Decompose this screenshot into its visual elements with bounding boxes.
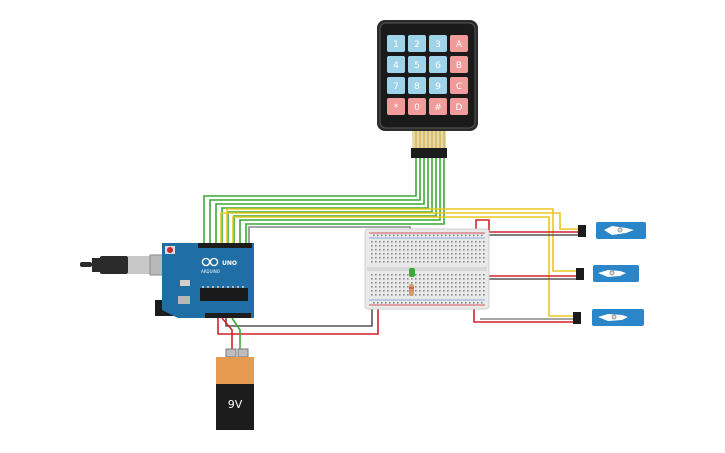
keypad-key-label: 4 (393, 61, 399, 71)
battery-9v[interactable]: 9V (216, 348, 254, 430)
battery-label: 9V (228, 398, 243, 411)
battery-wire-green[interactable] (231, 317, 241, 352)
digital-header (198, 243, 252, 248)
keypad-ribbon (412, 131, 446, 148)
keypad-key[interactable]: B (450, 56, 468, 73)
servo1-power-wire[interactable] (475, 219, 584, 236)
keypad-wire-6[interactable] (233, 158, 437, 243)
keypad-key[interactable]: 2 (408, 35, 426, 52)
keypad-key-label: 9 (435, 82, 441, 92)
keypad-key-label: 8 (414, 82, 420, 92)
arduino-logo: ARDUINO UNO (201, 257, 237, 274)
keypad-wire-5[interactable] (227, 158, 433, 243)
keypad-key-label: * (394, 103, 399, 113)
keypad-key-label: 3 (435, 40, 441, 50)
keypad-key[interactable]: D (450, 98, 468, 115)
keypad-wire-7[interactable] (239, 158, 441, 243)
keypad-key[interactable]: 6 (429, 56, 447, 73)
keypad-wire-4[interactable] (221, 158, 429, 243)
battery-wire-red[interactable] (221, 317, 233, 352)
servo-signal-wire-3[interactable] (232, 216, 578, 317)
keypad-key-label: A (456, 40, 463, 50)
keypad[interactable]: 1 2 3 A 4 5 6 B 7 8 9 C * 0 # D (377, 20, 478, 158)
servo3-power-wire[interactable] (473, 305, 578, 323)
keypad-key-label: C (456, 82, 462, 92)
keypad-key[interactable]: 3 (429, 35, 447, 52)
keypad-key-label: 2 (414, 40, 420, 50)
keypad-wire-8[interactable] (245, 158, 445, 243)
keypad-key[interactable]: 1 (387, 35, 405, 52)
keypad-wire-3[interactable] (215, 158, 425, 243)
keypad-key[interactable]: # (429, 98, 447, 115)
usb-cable (80, 262, 92, 267)
reset-button[interactable] (167, 247, 173, 253)
keypad-key-label: 7 (393, 82, 399, 92)
keypad-keys: 1 2 3 A 4 5 6 B 7 8 9 C * 0 # D (387, 35, 468, 115)
servo-3[interactable] (573, 309, 644, 326)
arduino-board[interactable]: ARDUINO UNO (80, 243, 254, 318)
keypad-key[interactable]: 8 (408, 77, 426, 94)
analog-header (205, 313, 251, 318)
keypad-wire-2[interactable] (209, 158, 421, 243)
keypad-key[interactable]: * (387, 98, 405, 115)
wires (203, 158, 584, 352)
led[interactable] (409, 268, 415, 277)
keypad-key-label: 1 (393, 40, 399, 50)
keypad-key-label: 6 (435, 61, 441, 71)
keypad-key[interactable]: 4 (387, 56, 405, 73)
microcontroller-chip (200, 288, 248, 301)
breadboard-holes (371, 234, 485, 304)
keypad-key-label: D (456, 103, 463, 113)
keypad-key[interactable]: A (450, 35, 468, 52)
keypad-key[interactable]: 0 (408, 98, 426, 115)
servo-signal-wire-1[interactable] (220, 212, 584, 243)
keypad-key-label: B (456, 61, 462, 71)
keypad-key-label: 0 (414, 103, 420, 113)
keypad-wire-1[interactable] (203, 158, 417, 243)
arduino-logo-text: ARDUINO (201, 269, 220, 274)
servo-1[interactable] (578, 222, 646, 239)
servo-2[interactable] (576, 265, 639, 282)
arduino-model-label: UNO (222, 260, 237, 267)
keypad-key[interactable]: 7 (387, 77, 405, 94)
keypad-header-pins (411, 148, 447, 158)
keypad-key[interactable]: C (450, 77, 468, 94)
keypad-key-label: # (434, 103, 442, 113)
breadboard[interactable] (364, 228, 490, 310)
keypad-key-label: 5 (414, 61, 420, 71)
power-wire-red[interactable] (217, 305, 379, 335)
resistor[interactable] (409, 284, 414, 296)
servo-signal-wire-2[interactable] (226, 208, 582, 272)
keypad-key[interactable]: 5 (408, 56, 426, 73)
keypad-key[interactable]: 9 (429, 77, 447, 94)
